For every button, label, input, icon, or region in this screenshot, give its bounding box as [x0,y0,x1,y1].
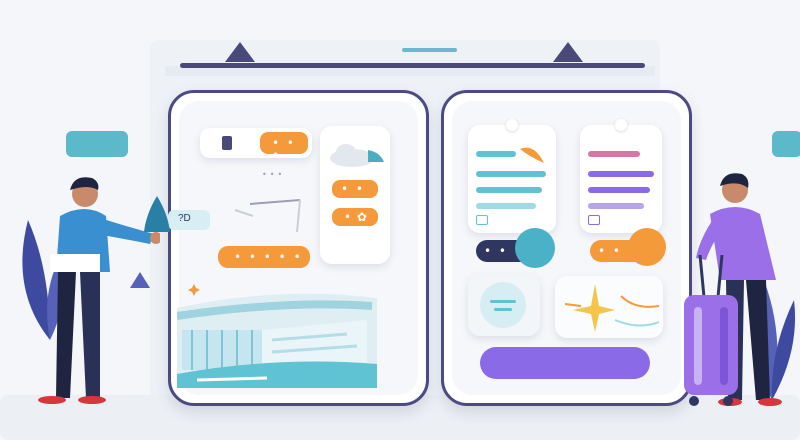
plane-tail-icon [520,147,544,163]
card-line [476,203,536,209]
card-hanger [615,119,627,131]
boarding-pass-card-teal[interactable] [468,119,556,233]
toggle-dots: • • • [484,244,523,258]
pagination-dots: ••• [262,170,286,179]
button-dots: • • • • • [234,250,303,264]
roof-triangle-right [553,42,583,62]
suitcase-icon[interactable] [676,255,746,407]
toggle-dots: • • • [598,244,637,258]
cloud-right [772,131,800,157]
button-dots: • ✿ [344,210,368,224]
search-go-button[interactable]: • • • [260,132,308,161]
button-dots: • • • [272,136,296,162]
decor-triangle [130,272,150,288]
frame-top-bar [180,63,645,68]
card-line [476,151,516,157]
teal-toggle-knob[interactable] [515,228,555,268]
confirm-booking-button[interactable] [480,347,650,379]
weather-card[interactable]: • • • • ✿ [320,126,390,264]
top-indicator [402,48,457,52]
weather-button-2[interactable]: • ✿ [332,208,378,226]
card-line [588,151,640,157]
map-sketch [234,199,301,233]
ticket-card[interactable]: ?D [168,210,210,230]
card-line [476,187,542,193]
weather-button-1[interactable]: • • • [332,180,378,207]
roof-triangle-left [225,42,255,62]
airport-terminal-illustration [177,293,377,388]
button-dots: • • • [341,182,365,208]
route-map-card[interactable] [555,276,663,338]
boarding-pass-card-purple[interactable] [580,119,662,233]
orange-toggle-knob[interactable] [628,228,666,266]
traveler-man-left [38,177,160,404]
card-hanger [506,119,518,131]
compass-icon [480,282,526,328]
sun-icon [564,284,660,332]
card-line [588,187,650,193]
checkbox-icon[interactable] [588,215,600,225]
spark-icon [188,284,200,296]
book-flight-button[interactable]: • • • • • [218,246,310,268]
card-line [476,171,546,177]
airplane-icon [144,196,170,232]
checkbox-icon[interactable] [476,215,488,225]
card-line [588,203,644,209]
card-line [588,171,654,177]
search-card[interactable]: • • • [200,128,312,161]
luggage-tag-icon [222,136,232,150]
frame-top-surface [165,66,655,76]
cloud-icon [330,144,384,167]
ticket-label: ?D [178,213,191,224]
compass-card[interactable] [468,274,540,336]
cloud-left [66,131,128,157]
